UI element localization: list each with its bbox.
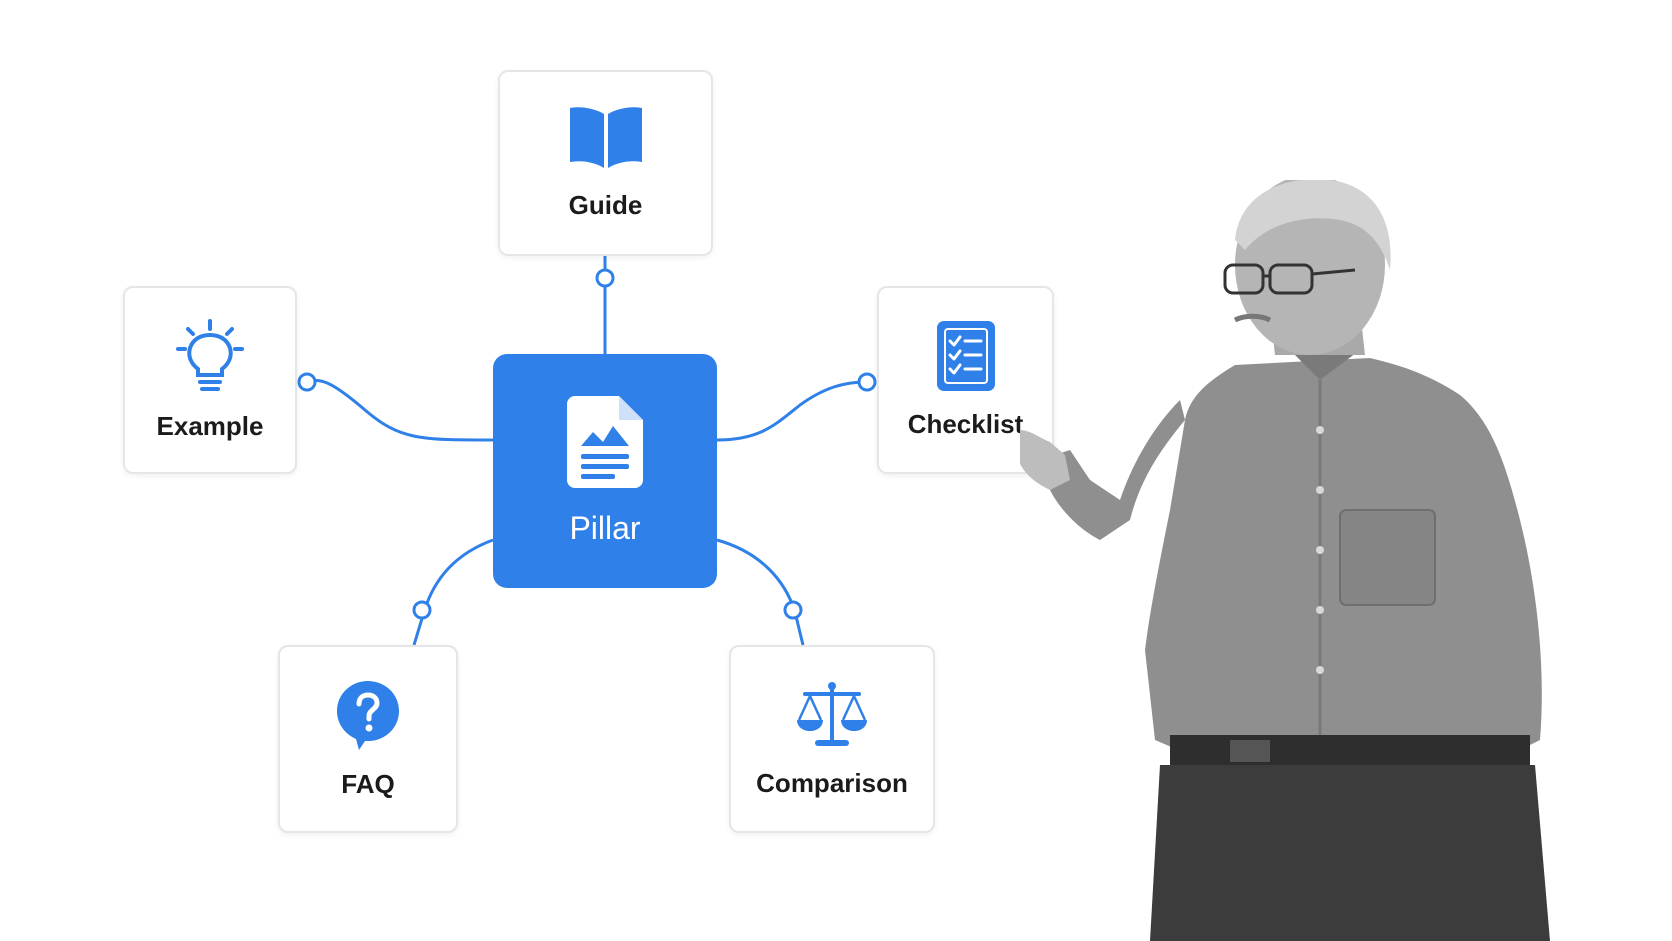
connector-dot-example xyxy=(297,372,317,392)
checklist-icon xyxy=(936,320,995,391)
node-faq[interactable]: FAQ xyxy=(278,645,458,833)
presenter-photo xyxy=(1020,180,1550,941)
node-comparison[interactable]: Comparison xyxy=(729,645,935,833)
connector-faq xyxy=(412,538,494,646)
node-guide[interactable]: Guide xyxy=(498,70,713,256)
question-bubble-icon xyxy=(335,679,401,751)
node-faq-label: FAQ xyxy=(341,768,395,799)
connector-checklist xyxy=(716,380,868,442)
presenter-trousers xyxy=(1150,765,1550,941)
node-checklist[interactable]: Checklist xyxy=(877,286,1054,474)
node-comparison-label: Comparison xyxy=(756,767,908,798)
node-guide-label: Guide xyxy=(568,189,643,220)
node-checklist-label: Checklist xyxy=(907,408,1024,439)
connector-dot-faq xyxy=(412,600,432,620)
connector-dot-checklist xyxy=(857,372,877,392)
pillar-label: Pillar xyxy=(569,509,641,546)
node-example[interactable]: Example xyxy=(123,286,297,474)
connector-dot-comparison xyxy=(783,600,803,620)
book-icon xyxy=(568,106,644,172)
presenter-arm xyxy=(1040,400,1185,540)
connector-comparison xyxy=(716,538,805,646)
connector-dot-guide xyxy=(595,268,615,288)
connector-example xyxy=(306,378,494,442)
presenter-hair xyxy=(1235,180,1391,270)
lightbulb-icon xyxy=(174,318,246,393)
node-example-label: Example xyxy=(156,410,264,441)
presenter-hand xyxy=(1020,430,1070,490)
document-image-icon xyxy=(567,395,643,488)
presenter-glasses xyxy=(1223,263,1356,295)
pillar-hub[interactable]: Pillar xyxy=(493,354,717,588)
scales-icon xyxy=(795,680,869,750)
